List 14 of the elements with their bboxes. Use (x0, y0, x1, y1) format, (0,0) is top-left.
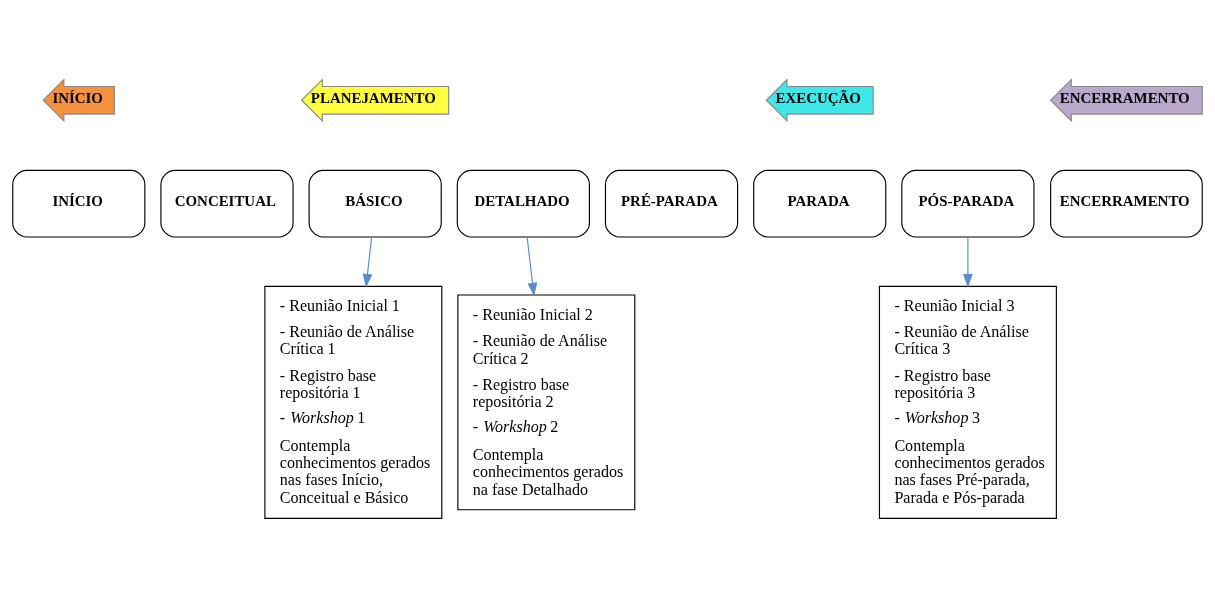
node-box: PARADA (753, 169, 887, 238)
node-box: - Reunião Inicial 1 - Reunião de Análise Crítica 1 - Registro base repositória 1 - Workshop 1 Contempla conhecimentos gerados nas fases Início, Conceitual e Básico (264, 285, 443, 519)
arrow (362, 236, 373, 288)
node-box: - Reunião Inicial 3 - Reunião de Análise Crítica 3 - Registro base repositória 3 - Workshop 3 Contempla conhecimentos gerados nas fases Pré-parada, Parada e Pós-parada (878, 285, 1057, 519)
node-box: INÍCIO (12, 169, 146, 238)
node-box: CONCEITUAL (160, 169, 294, 238)
node-box: - Reunião Inicial 2 - Reunião de Análise Crítica 2 - Registro base repositória 2 - Workshop 2 Contempla conhecimentos gerados na fase Detalhado (457, 293, 636, 510)
arrow (963, 236, 973, 288)
node-box: BÁSICO (308, 169, 442, 238)
node-box: PRÉ-PARADA (604, 169, 739, 238)
node-box: DETALHADO (456, 169, 590, 238)
node-box: PÓS-PARADA (901, 169, 1035, 238)
arrow (526, 236, 538, 297)
node-box: ENCERRAMENTO (1050, 169, 1203, 238)
